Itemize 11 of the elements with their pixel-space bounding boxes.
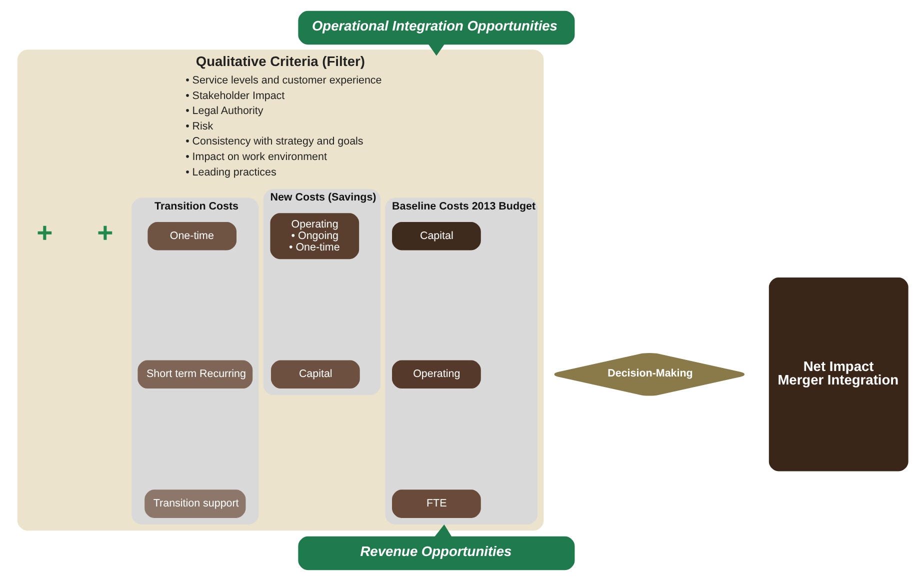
- node-box: FTE: [392, 490, 481, 518]
- label: +: [97, 217, 114, 248]
- node-box: Capital: [270, 360, 360, 389]
- node-box: Operating • Ongoing • One-time: [270, 213, 360, 260]
- node-box: Operating: [392, 360, 481, 389]
- node-box: One-time: [148, 222, 237, 250]
- label: +: [36, 217, 53, 248]
- node-box: Short term Recurring: [138, 360, 253, 389]
- node-box: Transition support: [144, 490, 246, 518]
- node-box: Capital: [392, 222, 481, 250]
- node-box: Net Impact Merger Integration: [768, 277, 908, 472]
